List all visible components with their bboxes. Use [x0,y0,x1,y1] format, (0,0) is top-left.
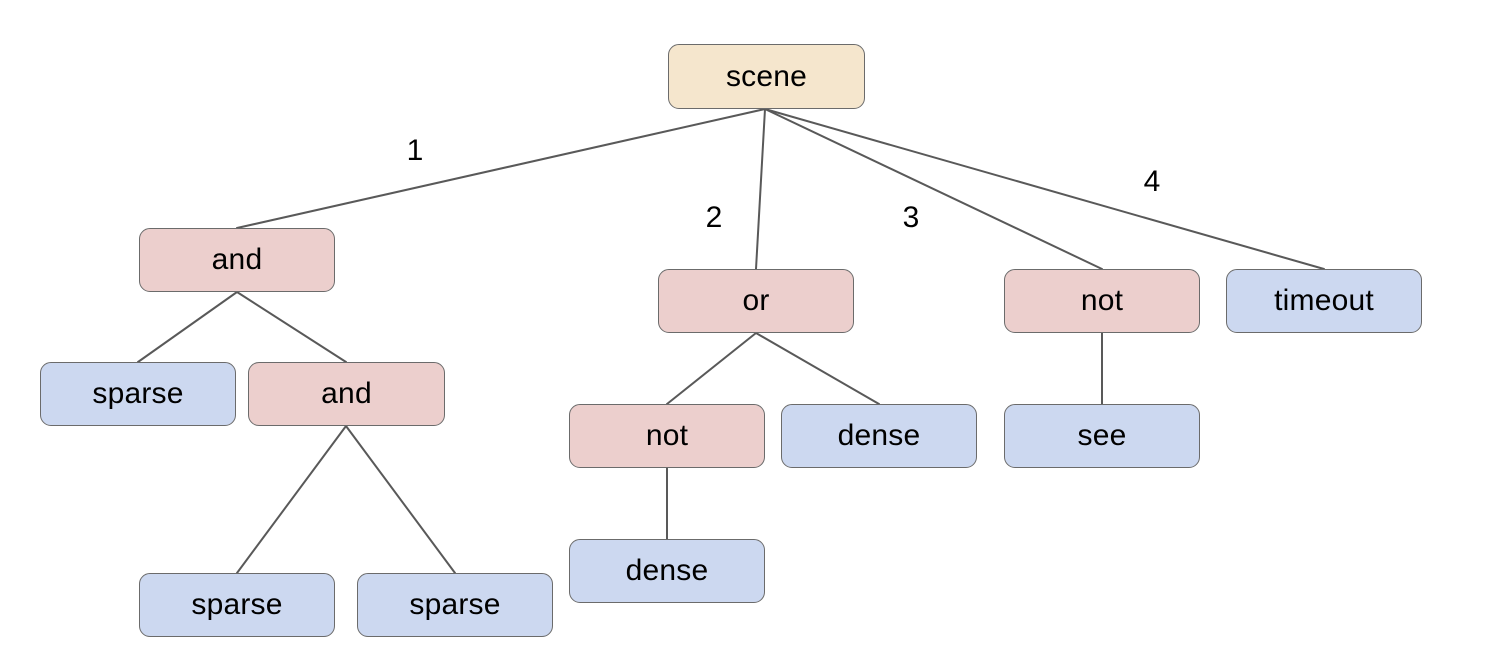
tree-node-label: sparse [409,588,501,621]
tree-edge [666,332,757,405]
tree-edge [764,108,1103,270]
tree-edge [236,108,766,229]
tree-edge [236,425,347,574]
tree-node-label: and [211,243,263,276]
tree-node-not2[interactable]: not [1004,269,1200,333]
tree-node-label: not [645,419,689,452]
tree-node-label: see [1077,419,1127,452]
tree-node-label: not [1080,284,1124,317]
tree-node-label: dense [625,554,709,587]
tree-node-scene[interactable]: scene [668,44,865,109]
tree-node-label: timeout [1274,284,1374,317]
edge-label: 1 [406,134,424,167]
edge-label: 3 [902,201,920,234]
tree-node-sparse2[interactable]: sparse [139,573,335,637]
tree-edge [345,425,456,574]
tree-node-label: and [321,377,372,410]
tree-node-label: or [742,284,770,317]
tree-edge [236,291,347,363]
tree-node-label: sparse [92,377,184,410]
edge-label: 2 [705,201,723,234]
edge-label: 4 [1143,165,1161,198]
tree-edge [764,108,1325,270]
tree-node-sparse1[interactable]: sparse [40,362,236,426]
tree-node-see1[interactable]: see [1004,404,1200,468]
tree-node-dense1[interactable]: dense [781,404,977,468]
tree-node-sparse3[interactable]: sparse [357,573,553,637]
tree-node-label: scene [725,59,808,93]
tree-node-and2[interactable]: and [248,362,445,426]
tree-edge [137,291,238,363]
tree-edge [755,332,880,405]
tree-edge [755,108,766,270]
tree-node-or1[interactable]: or [658,269,854,333]
tree-node-dense2[interactable]: dense [569,539,765,603]
tree-node-timeout1[interactable]: timeout [1226,269,1422,333]
tree-node-not1[interactable]: not [569,404,765,468]
tree-node-label: sparse [191,588,283,621]
tree-node-and1[interactable]: and [139,228,335,292]
tree-node-label: dense [837,419,921,452]
